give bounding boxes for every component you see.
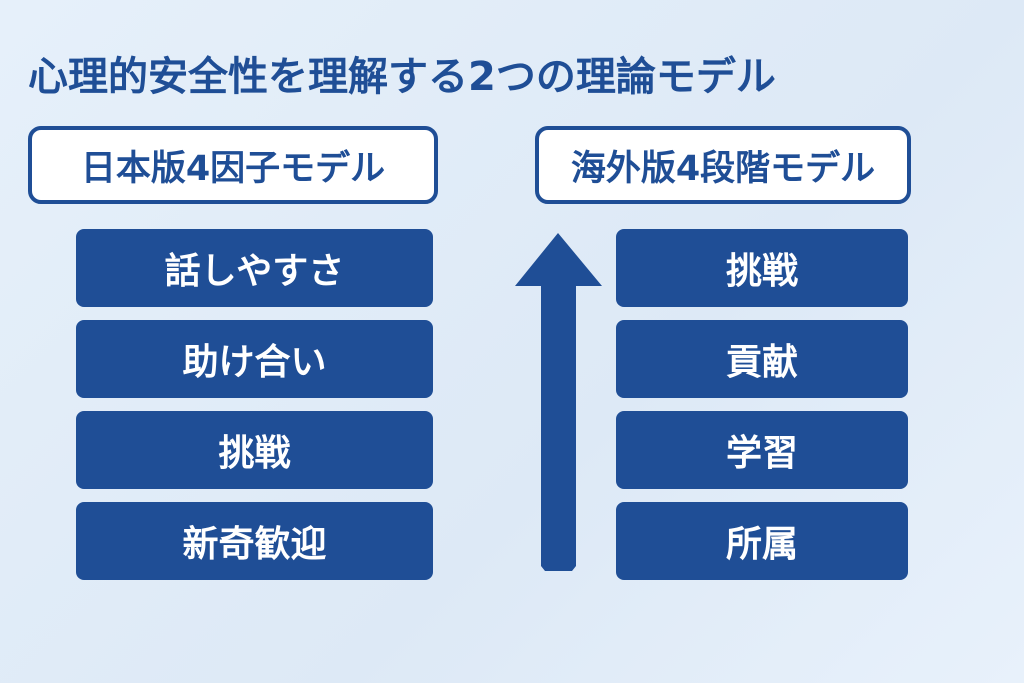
overseas-stage-1: 所属 (616, 502, 908, 580)
page-title: 心理的安全性を理解する2つの理論モデル (28, 54, 776, 100)
japan-model-header: 日本版4因子モデル (28, 126, 438, 204)
japan-factor-4: 新奇歓迎 (76, 502, 433, 580)
overseas-stage-4: 挑戦 (616, 229, 908, 307)
japan-factor-1: 話しやすさ (76, 229, 433, 307)
japan-factor-2: 助け合い (76, 320, 433, 398)
overseas-stage-3: 貢献 (616, 320, 908, 398)
overseas-model-header: 海外版4段階モデル (535, 126, 911, 204)
japan-factor-3: 挑戦 (76, 411, 433, 489)
overseas-stage-2: 学習 (616, 411, 908, 489)
up-arrow-icon (515, 233, 602, 571)
